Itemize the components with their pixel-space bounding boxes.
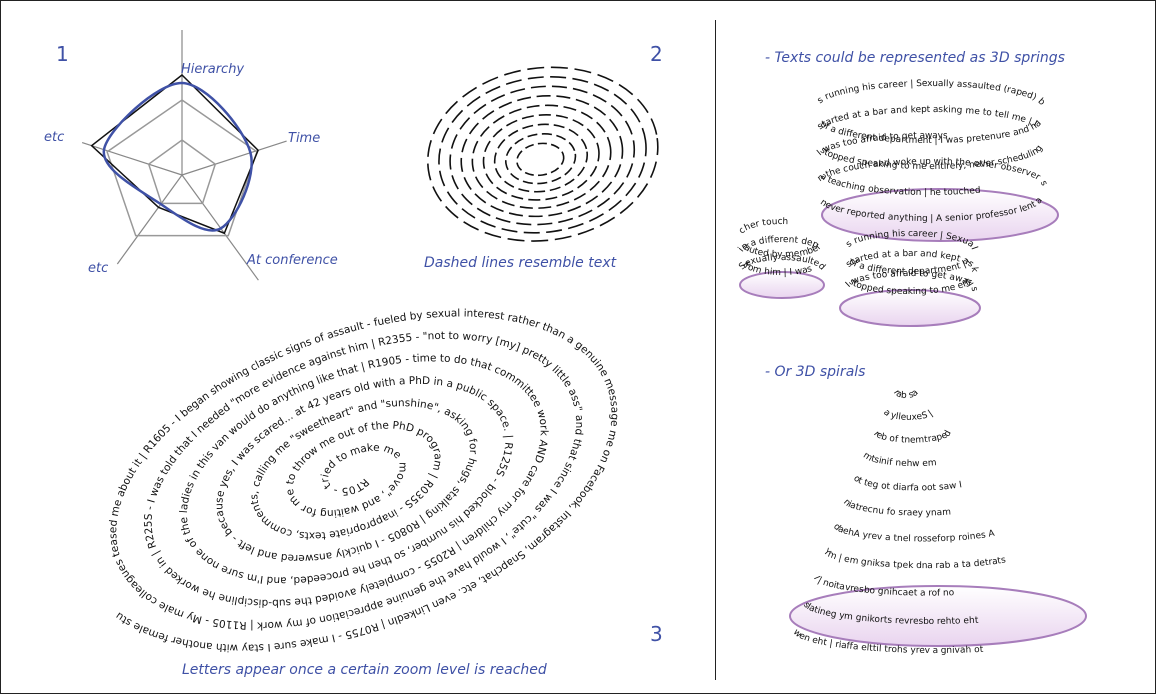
radar-label-at-conference: At conference (247, 253, 338, 268)
spiral3d-text-line: reb of tnemtraped (871, 429, 954, 446)
spring-disc-small-left (739, 271, 825, 299)
spiral3d-text-line: ot teg ot diarfa oot saw I (851, 474, 963, 494)
radar-axis-line (81, 141, 183, 176)
panel-number-2: 2 (650, 42, 663, 66)
dashed-ring (449, 85, 636, 226)
spring-disc-main (821, 188, 1059, 242)
dashed-ring (504, 133, 577, 185)
radar-axis-line (116, 174, 183, 265)
dashed-ring (427, 66, 659, 242)
dashed-ring (471, 104, 612, 209)
dashed-ring (516, 142, 565, 177)
caption-zoom-level: Letters appear once a certain zoom level… (182, 662, 547, 678)
spiral3d-text-line: a ylleuxeS | (deper) (0, 0, 937, 423)
caption-3d-spirals: - Or 3D spirals (765, 364, 866, 380)
radar-grid (81, 30, 287, 281)
dashed-ring (482, 114, 600, 201)
spiral3d-text-line: mtsinif nehw em (861, 451, 937, 470)
radar-label-hierarchy: Hierarchy (181, 62, 245, 77)
radar-label-time: Time (288, 131, 321, 146)
caption-3d-springs: - Texts could be represented as 3D sprin… (765, 50, 1065, 66)
panel-number-1: 1 (56, 42, 69, 66)
radar-ring (147, 139, 217, 205)
spring-disc-small-right (839, 289, 981, 327)
radar-series-curve (102, 81, 253, 232)
spiral3d-text-line: rab sa (891, 388, 921, 401)
radar-ring (106, 99, 258, 237)
dashed-ring (438, 75, 647, 234)
dashed-spiral (427, 66, 659, 242)
spiral3d-text-line: Ym | em gniksa tpek dna rab a ta detrats (820, 546, 1007, 571)
radar-label-etc-upper: etc (44, 130, 65, 145)
radar-axis-line (181, 140, 287, 176)
dashed-ring (460, 95, 624, 218)
vertical-divider (715, 20, 716, 680)
caption-dashed-lines: Dashed lines resemble text (424, 255, 617, 271)
spiral3d-disc (789, 585, 1087, 647)
spiral3d-text-line: daehA yrev a tnel rosseforp roines A (831, 522, 996, 545)
dashed-ring (493, 123, 589, 193)
panel-number-3: 3 (650, 622, 663, 646)
radar-label-etc-lower: etc (88, 261, 109, 276)
radar-chart (81, 30, 287, 281)
text-spiral: RT05 - tried to make me move", and waiti… (0, 0, 621, 654)
spiral3d-text-line: niatrecnu fo sraey ynam (841, 497, 951, 518)
